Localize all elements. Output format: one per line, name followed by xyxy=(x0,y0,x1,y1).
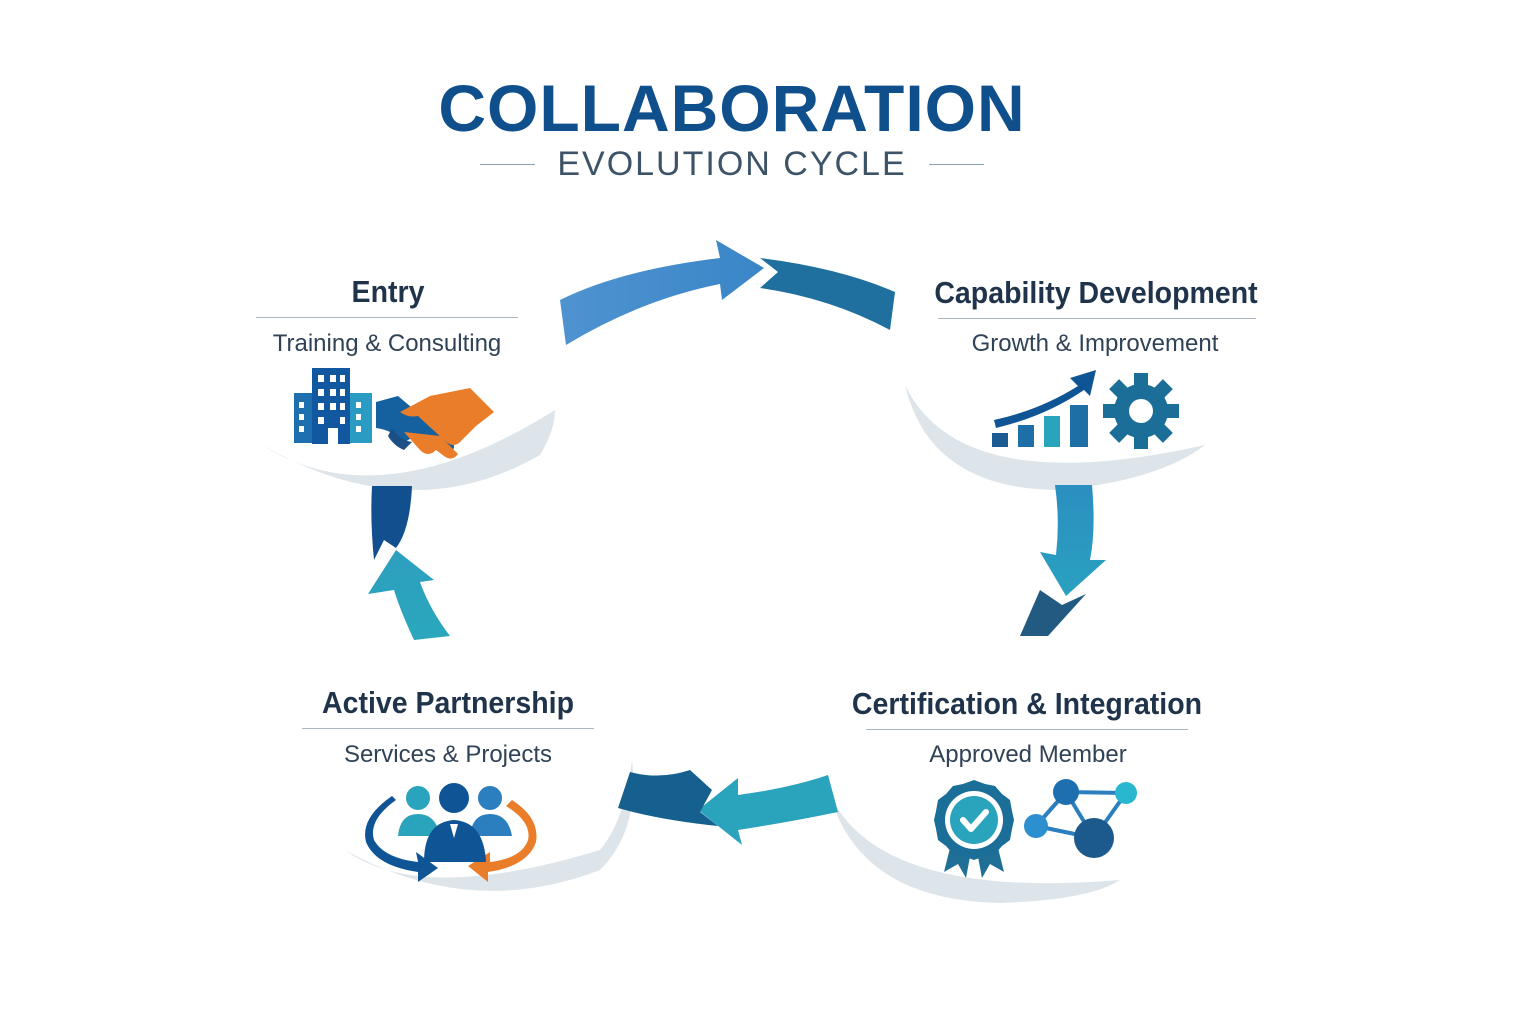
stage-title-certification: Certification & Integration xyxy=(851,686,1203,721)
gear-icon xyxy=(1103,373,1179,449)
growth-chart-icon xyxy=(992,370,1096,447)
stage-title-entry: Entry xyxy=(351,274,425,309)
card-swoosh-capability xyxy=(905,385,1205,490)
stage-subtitle-partnership: Services & Projects xyxy=(343,741,553,768)
arrow-entry-to-capability xyxy=(560,240,895,345)
stage-rule-entry xyxy=(256,317,518,318)
arrow-capability-to-certification xyxy=(1020,485,1106,636)
stage-title-partnership: Active Partnership xyxy=(321,685,575,720)
arrow-partnership-to-entry xyxy=(368,486,450,640)
stage-title-capability: Capability Development xyxy=(934,275,1258,310)
subtitle-left-rule xyxy=(480,163,536,165)
stage-rule-capability xyxy=(938,318,1256,319)
handshake-icon xyxy=(376,388,494,459)
diagram-title: COLLABORATION xyxy=(438,71,1026,145)
stage-subtitle-capability: Growth & Improvement xyxy=(971,330,1219,357)
buildings-icon xyxy=(294,368,372,444)
arrow-certification-to-partnership xyxy=(618,770,838,845)
team-cycle-icon xyxy=(365,783,537,882)
network-icon xyxy=(1024,779,1137,858)
subtitle-right-rule xyxy=(928,163,984,165)
badge-check-icon xyxy=(934,780,1014,878)
card-swoosh-entry xyxy=(262,410,555,491)
stage-subtitle-certification: Approved Member xyxy=(929,741,1127,768)
card-swoosh-certification xyxy=(830,795,1120,903)
stage-subtitle-entry: Training & Consulting xyxy=(272,330,502,357)
subtitle-group: EVOLUTION CYCLE xyxy=(480,140,984,188)
stage-rule-partnership xyxy=(302,728,594,729)
stage-rule-certification xyxy=(866,729,1188,730)
diagram-subtitle: EVOLUTION CYCLE xyxy=(557,144,907,183)
